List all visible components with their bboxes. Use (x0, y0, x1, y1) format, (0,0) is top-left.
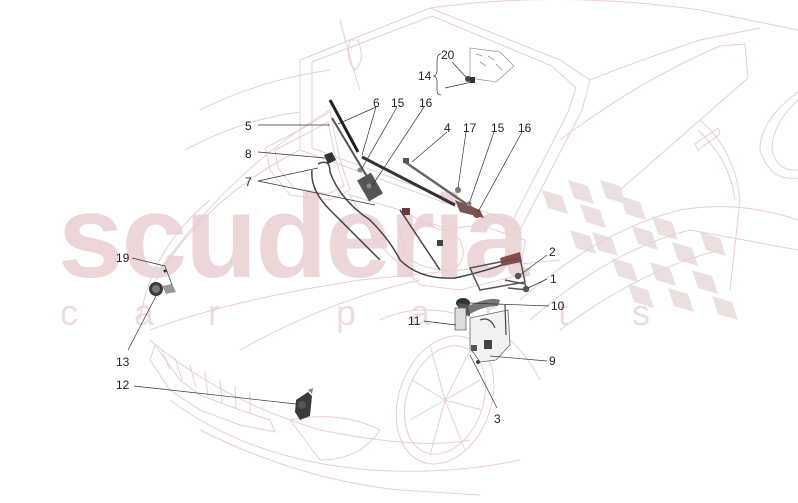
wiper-motor-linkage (468, 257, 530, 293)
wiper-assembly (328, 99, 484, 218)
callout-3[interactable]: 3 (494, 412, 501, 426)
leader-lines (127, 53, 550, 409)
callout-5[interactable]: 5 (245, 119, 252, 133)
watermark-letter: r (208, 292, 220, 333)
callout-14[interactable]: 14 (418, 69, 432, 83)
mirror-mount-area (469, 47, 515, 83)
callout-15[interactable]: 15 (391, 96, 405, 110)
callout-10[interactable]: 10 (551, 299, 565, 313)
callout-11[interactable]: 11 (408, 314, 421, 328)
washer-reservoir (454, 298, 511, 364)
car-body-outline (139, 0, 798, 496)
callout-8[interactable]: 8 (245, 147, 252, 161)
callout-13[interactable]: 13 (116, 355, 130, 369)
hose-connectors (324, 152, 522, 266)
callout-6[interactable]: 6 (373, 96, 380, 110)
callout-1[interactable]: 1 (550, 272, 557, 286)
watermark-letter: t (558, 292, 569, 333)
callout-19[interactable]: 19 (116, 251, 130, 265)
callout-9[interactable]: 9 (549, 354, 556, 368)
horn-right (295, 388, 313, 420)
watermark-letter: a (410, 292, 431, 333)
watermark-letter: a (134, 292, 155, 333)
watermark-letter: p (336, 292, 357, 333)
callout-2[interactable]: 2 (549, 245, 556, 259)
callout-15b[interactable]: 15 (491, 121, 505, 135)
checkered-flag-watermark (542, 180, 738, 320)
callout-4[interactable]: 4 (444, 121, 451, 135)
callout-7[interactable]: 7 (245, 175, 252, 189)
washer-hoses (311, 161, 511, 279)
callout-12[interactable]: 12 (116, 378, 130, 392)
watermark-scuderia: scuderia (58, 171, 529, 303)
watermark-letter: c (60, 292, 78, 333)
callout-16b[interactable]: 16 (518, 121, 532, 135)
callout-16[interactable]: 16 (419, 96, 433, 110)
callout-20[interactable]: 20 (441, 48, 455, 62)
horn-left (149, 269, 176, 296)
callout-17[interactable]: 17 (463, 121, 477, 135)
